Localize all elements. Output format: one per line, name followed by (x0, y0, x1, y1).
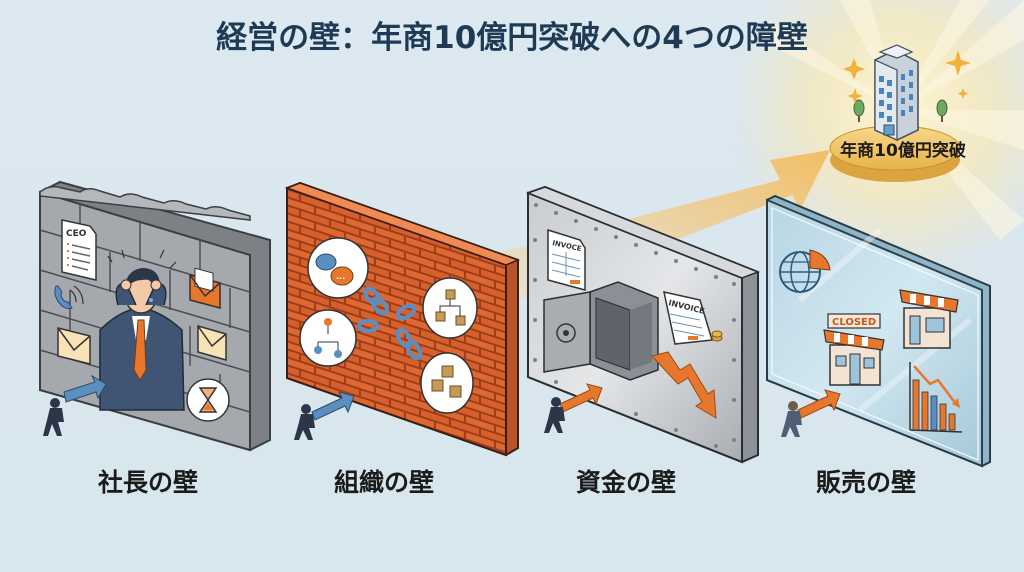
broken-chain-icon (357, 286, 423, 361)
goal-platform (829, 125, 961, 182)
open-safe-icon (543, 281, 659, 381)
invoice-icon: INVOICE (663, 291, 713, 345)
boxes-icon (420, 352, 474, 414)
svg-text:CLOSED: CLOSED (832, 317, 876, 328)
globe-pie-icon (779, 249, 831, 293)
org-chart-icon (299, 309, 357, 367)
wall-label-funding: 資金の壁 (575, 468, 676, 497)
page-title: 経営の壁：年商10億円突破への4つの障壁 (216, 20, 808, 56)
invoice-icon: INVOCE (547, 228, 586, 291)
shop-icon (899, 289, 959, 349)
pushing-person-icon (43, 374, 107, 436)
envelope-icon (189, 267, 221, 309)
svg-text:CEO: CEO (66, 229, 87, 239)
svg-text:...: ... (336, 272, 345, 281)
wall-label-organization: 組織の壁 (333, 468, 434, 497)
phone-icon (54, 285, 84, 310)
goal-label: 年商10億円突破 (840, 141, 966, 161)
hourglass-icon (186, 378, 230, 422)
pushing-person-icon (544, 383, 603, 433)
pushing-person-icon (294, 391, 355, 440)
tree-icon (853, 99, 948, 122)
office-building-icon (874, 44, 919, 141)
wall-label-sales: 販売の壁 (815, 468, 916, 497)
ceo-document-icon: CEO (61, 219, 97, 281)
envelope-icon (57, 327, 91, 365)
coins-icon (711, 330, 723, 342)
envelope-icon (197, 325, 227, 361)
wall-label-president: 社長の壁 (97, 468, 198, 497)
chat-bubbles-icon: ... (307, 237, 369, 299)
closed-shop-icon: CLOSED (823, 313, 885, 386)
pushing-person-icon (781, 389, 841, 437)
down-trend-arrow-icon (651, 351, 717, 419)
stressed-businessman (99, 249, 185, 411)
declining-bar-chart-icon (909, 362, 963, 433)
sparkle-icon (843, 50, 971, 104)
hierarchy-boxes-icon (422, 277, 478, 339)
